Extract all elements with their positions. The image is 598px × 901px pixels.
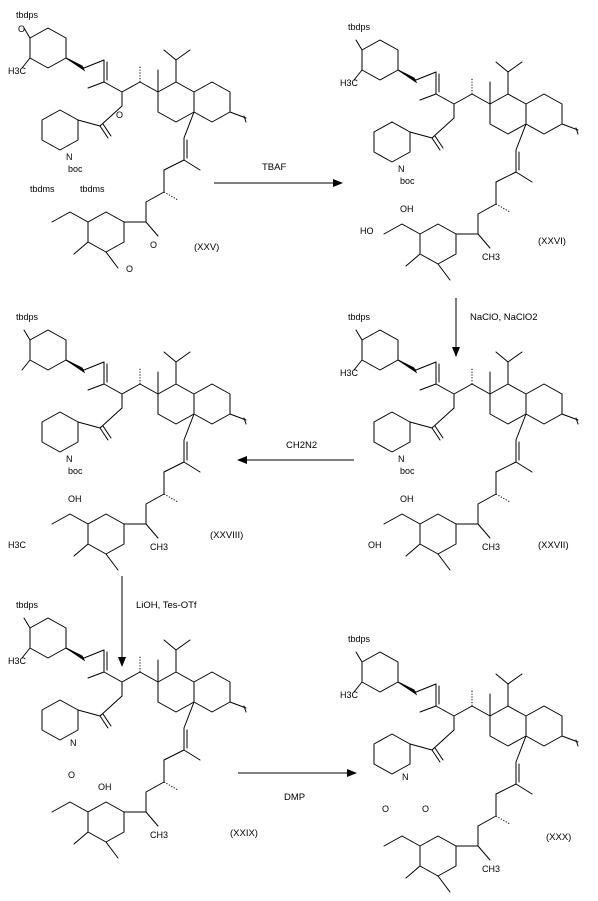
compound-xxv: tbdps O H3C O N boc tbdms tbdms O O (XXV…: [8, 10, 247, 274]
atom-label-tbdps: tbdps: [348, 22, 371, 32]
reaction-arrow-diazomethane: CH2N2: [237, 440, 354, 464]
atom-label-ch3: CH3: [150, 542, 168, 552]
atom-label-oh: OH: [98, 782, 112, 792]
compound-xxvii: tbdps H3C N boc OH OH CH3 (XXVII): [340, 312, 579, 571]
reagent-label: CH2N2: [286, 440, 317, 451]
reagent-label: NaClO, NaClO2: [470, 312, 538, 323]
atom-label-h3c: H3C: [340, 78, 359, 88]
atom-label-tbdps: tbdps: [348, 634, 371, 644]
atom-label-boc: boc: [68, 466, 83, 476]
atom-label-n: N: [70, 738, 77, 748]
atom-label-n: N: [398, 454, 405, 464]
atom-label-o: O: [422, 804, 429, 814]
atom-label-tbdps: tbdps: [16, 312, 39, 322]
atom-label-ch3: CH3: [482, 542, 500, 552]
atom-label-n: N: [66, 454, 73, 464]
atom-label-o: O: [382, 804, 389, 814]
atom-label-oh: OH: [368, 540, 382, 550]
compound-xxix: tbdps H3C N O OH CH3 (XXIX): [8, 600, 258, 859]
reaction-arrow-oxidation: NaClO, NaClO2: [452, 298, 538, 357]
reagent-label: LiOH, Tes-OTf: [136, 600, 197, 611]
compound-label: (XXIX): [230, 828, 258, 839]
atom-label-o: O: [18, 24, 25, 34]
atom-label-tbdps: tbdps: [16, 600, 39, 610]
compound-label: (XXV): [194, 242, 219, 253]
reagent-label: DMP: [284, 792, 305, 803]
atom-label-h3c: H3C: [340, 368, 359, 378]
atom-label-oh: OH: [400, 204, 414, 214]
atom-label-n: N: [398, 164, 405, 174]
compound-xxx: tbdps H3C N O O CH3 (XXX): [340, 634, 579, 893]
atom-label-tbdms: tbdms: [30, 184, 55, 194]
atom-label-o: O: [116, 110, 123, 120]
atom-label-tbdps: tbdps: [348, 312, 371, 322]
atom-label-h3c: H3C: [8, 66, 27, 76]
reaction-arrow-lioh: LiOH, Tes-OTf: [118, 576, 197, 667]
atom-label-n: N: [402, 772, 409, 782]
reagent-label: TBAF: [262, 162, 286, 173]
reaction-arrow-dmp: DMP: [238, 769, 357, 803]
atom-label-o: O: [150, 240, 157, 250]
atom-label-tbdps: tbdps: [16, 10, 39, 20]
atom-label-ch3: CH3: [150, 830, 168, 840]
atom-label-boc: boc: [400, 466, 415, 476]
atom-label-ho: HO: [360, 226, 374, 236]
compound-label: (XXVII): [538, 540, 569, 551]
atom-label-boc: boc: [400, 176, 415, 186]
atom-label-h3c: H3C: [8, 656, 27, 666]
atom-label-o: O: [126, 264, 133, 274]
reaction-arrow-tbaf: TBAF: [214, 162, 343, 187]
compound-label: (XXVI): [538, 236, 566, 247]
atom-label-tbdms: tbdms: [80, 184, 105, 194]
atom-label-h3c: H3C: [8, 540, 27, 550]
atom-label-boc: boc: [68, 164, 83, 174]
atom-label-h3c: H3C: [340, 690, 359, 700]
atom-label-n: N: [66, 152, 73, 162]
atom-label-oh: OH: [400, 494, 414, 504]
compound-xxvi: tbdps H3C N boc OH HO CH3 (XXVI): [340, 22, 579, 281]
compound-label: (XXVIII): [210, 530, 243, 541]
atom-label-oh: OH: [68, 494, 82, 504]
atom-label-ch3: CH3: [482, 864, 500, 874]
compound-xxviii: tbdps N boc OH H3C CH3 (XXVIII): [8, 312, 247, 571]
compound-label: (XXX): [546, 832, 571, 843]
atom-label-o: O: [68, 770, 75, 780]
atom-label-ch3: CH3: [482, 252, 500, 262]
